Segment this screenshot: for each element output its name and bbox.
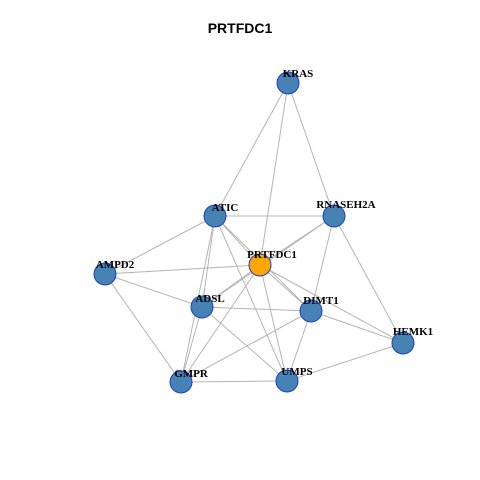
node-prtfdc1[interactable] bbox=[248, 253, 272, 277]
node-label-rnaseh2a: RNASEH2A bbox=[316, 199, 375, 211]
edge-kras-atic bbox=[214, 82, 289, 217]
node-layer bbox=[93, 71, 415, 394]
edge-gmpr-umps bbox=[180, 380, 288, 383]
edge-adsl-umps bbox=[201, 306, 288, 382]
edge-dimt1-gmpr bbox=[180, 310, 312, 383]
edge-kras-rnaseh2a bbox=[287, 82, 335, 217]
edge-atic-adsl bbox=[201, 215, 216, 308]
node-label-ampd2: AMPD2 bbox=[96, 259, 135, 271]
node-label-atic: ATIC bbox=[212, 202, 239, 214]
node-dimt1[interactable] bbox=[299, 299, 323, 323]
edge-dimt1-umps bbox=[286, 310, 312, 382]
node-ampd2[interactable] bbox=[93, 262, 117, 286]
node-label-umps: UMPS bbox=[281, 366, 312, 378]
node-label-dimt1: DIMT1 bbox=[303, 295, 338, 307]
edge-rnaseh2a-hemk1 bbox=[333, 215, 404, 344]
node-kras[interactable] bbox=[276, 71, 300, 95]
edge-ampd2-gmpr bbox=[104, 273, 182, 383]
edge-atic-umps bbox=[214, 215, 288, 382]
edge-prtfdc1-adsl bbox=[201, 264, 261, 308]
edge-adsl-gmpr bbox=[180, 306, 203, 383]
node-label-prtfdc1: PRTFDC1 bbox=[247, 249, 297, 261]
edge-dimt1-hemk1 bbox=[310, 310, 404, 344]
edge-layer bbox=[104, 82, 404, 383]
node-atic[interactable] bbox=[203, 204, 227, 228]
node-gmpr[interactable] bbox=[169, 370, 193, 394]
edge-kras-prtfdc1 bbox=[259, 82, 289, 266]
edge-hemk1-umps bbox=[286, 342, 404, 382]
node-adsl[interactable] bbox=[190, 295, 214, 319]
edge-prtfdc1-umps bbox=[259, 264, 288, 382]
edge-atic-ampd2 bbox=[104, 215, 216, 275]
node-umps[interactable] bbox=[275, 369, 299, 393]
node-label-kras: KRAS bbox=[283, 68, 314, 80]
edge-prtfdc1-hemk1 bbox=[259, 264, 404, 344]
node-rnaseh2a[interactable] bbox=[322, 204, 346, 228]
edge-ampd2-adsl bbox=[104, 273, 203, 308]
edge-ampd2-prtfdc1 bbox=[104, 264, 261, 275]
node-label-gmpr: GMPR bbox=[174, 368, 209, 380]
node-label-adsl: ADSL bbox=[195, 293, 224, 305]
chart-title: PRTFDC1 bbox=[207, 20, 273, 36]
node-hemk1[interactable] bbox=[391, 331, 415, 355]
edge-adsl-dimt1 bbox=[201, 306, 312, 312]
node-label-hemk1: HEMK1 bbox=[393, 326, 433, 338]
